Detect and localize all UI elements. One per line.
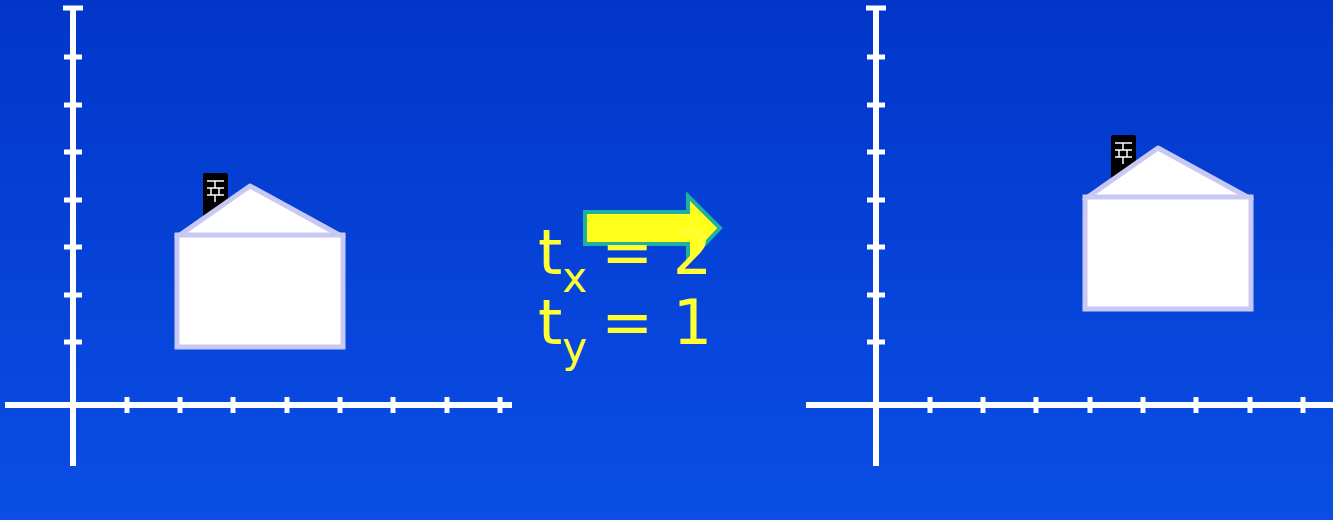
subscript-label: y [562, 323, 587, 372]
house-figure [177, 173, 343, 347]
subscript-label: x [562, 253, 587, 302]
roof [1085, 148, 1251, 199]
house-body [1085, 197, 1251, 309]
value-label: = 1 [601, 286, 712, 359]
variable-label: t [538, 216, 562, 289]
variable-label: t [538, 286, 562, 359]
house-body [177, 235, 343, 347]
left-axes [5, 8, 512, 466]
house-figure [1085, 135, 1251, 309]
equation-line: tx= 2 [538, 218, 712, 295]
value-label: = 2 [601, 216, 712, 289]
right-axes [806, 8, 1333, 466]
equation-line: ty= 1 [538, 288, 712, 365]
roof [177, 186, 343, 237]
